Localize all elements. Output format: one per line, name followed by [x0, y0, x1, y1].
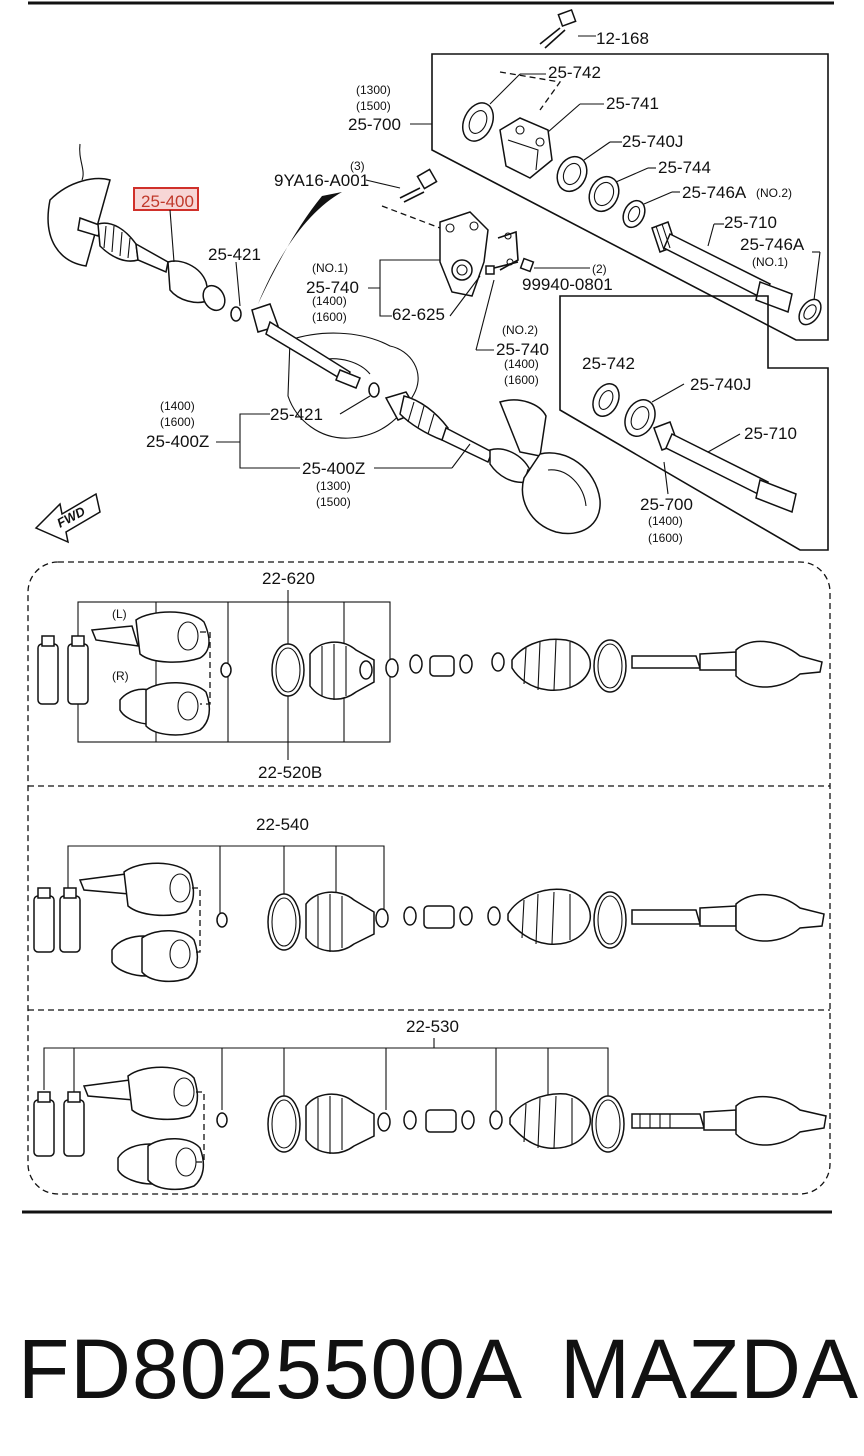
label-support-no1: 25-740	[306, 278, 359, 297]
box-top-right	[431, 53, 829, 341]
label-assy-top: 25-700	[348, 115, 401, 134]
label-ring-mid: 25-421	[270, 405, 323, 424]
label-kit1-top: 22-620	[262, 569, 315, 588]
label-right-sub1: (1300)	[316, 479, 351, 493]
label-oil-seal-top: 25-742	[548, 63, 601, 82]
label-kit1-bottom: 22-520B	[258, 763, 322, 782]
label-snap-ring: 25-744	[658, 158, 711, 177]
label-shaft-top: 25-710	[724, 213, 777, 232]
label-bolt-part: 9YA16-A001	[274, 171, 369, 190]
label-right-assy: 25-400Z	[302, 459, 365, 478]
bracket-25-741	[499, 117, 553, 179]
label-support-no2-sub2: (1600)	[504, 373, 539, 387]
bolt-12-168	[539, 9, 596, 49]
label-support-no1-sub1: (1400)	[312, 294, 347, 308]
kit-2: 22-540	[33, 815, 825, 983]
label-shaft-right: 25-710	[744, 424, 797, 443]
kit-3: 22-530	[33, 1017, 827, 1191]
clip-no2	[622, 199, 646, 229]
bearing-top	[556, 155, 588, 193]
clip-no1	[798, 298, 822, 326]
label-bracket: 25-741	[606, 94, 659, 113]
label-left-assy: 25-400Z	[146, 432, 209, 451]
nut-99940	[485, 257, 535, 275]
label-bearing-top: 25-740J	[622, 132, 683, 151]
label-bolt: 12-168	[596, 29, 649, 48]
label-assy-top-note1: (1300)	[356, 83, 391, 97]
oil-seal-top	[462, 102, 494, 142]
label-support-no1-sub2: (1600)	[312, 310, 347, 324]
bolt-9ya16	[399, 168, 438, 203]
label-bracket-part: 62-625	[392, 305, 445, 324]
label-left-sub1: (1400)	[160, 399, 195, 413]
highlight-box	[133, 187, 199, 211]
label-support-no1-note: (NO.1)	[312, 261, 348, 275]
label-assy-top-note2: (1500)	[356, 99, 391, 113]
label-assy-right-sub1: (1400)	[648, 514, 683, 528]
fwd-arrow: FWD	[34, 492, 101, 544]
label-nut-part: 99940-0801	[522, 275, 613, 294]
box-right	[559, 295, 829, 551]
shaft-right	[653, 421, 797, 514]
ring-left	[230, 306, 242, 322]
kit-1: 22-620 22-520B (L) (R)	[37, 569, 823, 782]
label-support-no2: 25-740	[496, 340, 549, 359]
center-bearing-support	[439, 211, 489, 297]
label-bolt-qty: (3)	[350, 159, 365, 173]
label-assy-right-sub2: (1600)	[648, 531, 683, 545]
label-kit2-top: 22-540	[256, 815, 309, 834]
ring-mid	[368, 382, 380, 398]
label-assy-right: 25-700	[640, 495, 693, 514]
label-bearing-right: 25-740J	[690, 375, 751, 394]
label-support-no2-note: (NO.2)	[502, 323, 538, 337]
label-ring-left: 25-421	[208, 245, 261, 264]
right-hub	[498, 399, 601, 535]
left-drive-shaft	[47, 143, 226, 312]
label-kit1-r: (R)	[112, 669, 129, 683]
label-clip-no2: 25-746A	[682, 183, 747, 202]
footer-part-number: FD8025500A	[18, 1322, 523, 1416]
upper-assembly: 12-168 25-742 25-741 25-740J	[34, 9, 829, 551]
label-support-no2-sub1: (1400)	[504, 357, 539, 371]
label-left-sub2: (1600)	[160, 415, 195, 429]
kit-panel	[27, 561, 831, 1195]
intermediate-shaft	[251, 303, 361, 389]
label-kit1-l: (L)	[112, 607, 127, 621]
snap-ring-25-744	[588, 175, 620, 213]
label-right-sub2: (1500)	[316, 495, 351, 509]
label-clip-no1-note: (NO.1)	[752, 255, 788, 269]
label-oil-seal-right: 25-742	[582, 354, 635, 373]
bearing-right	[624, 399, 656, 437]
label-kit3-top: 22-530	[406, 1017, 459, 1036]
label-clip-no2-note: (NO.2)	[756, 186, 792, 200]
shaft-top	[651, 221, 793, 314]
oil-seal-right	[592, 383, 620, 417]
label-clip-no1: 25-746A	[740, 235, 805, 254]
footer-brand: MAZDA	[560, 1322, 859, 1416]
label-highlighted-part[interactable]: 25-400	[141, 192, 194, 211]
label-nut-qty: (2)	[592, 262, 607, 276]
